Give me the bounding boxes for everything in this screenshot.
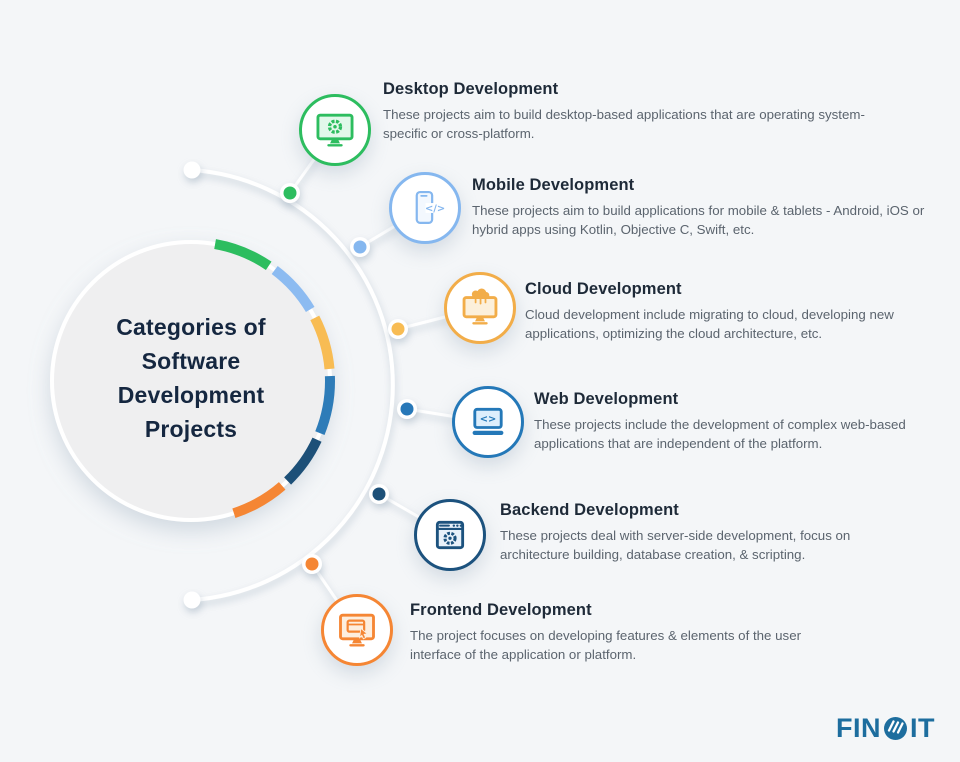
ring-segment-navy xyxy=(284,437,322,485)
item-title: Web Development xyxy=(534,390,679,408)
item-web: Web Development These projects include t… xyxy=(534,390,906,453)
arc-node-dots xyxy=(280,183,417,574)
item-title: Frontend Development xyxy=(410,601,592,619)
web-icon-badge: <> xyxy=(452,386,524,458)
browser-gear-icon xyxy=(435,520,465,550)
svg-text:</>: </> xyxy=(425,203,445,214)
arc-end-dots xyxy=(183,161,201,609)
item-title: Desktop Development xyxy=(383,80,559,98)
item-title: Backend Development xyxy=(500,501,679,519)
item-description: The project focuses on developing featur… xyxy=(410,628,802,662)
frontend-icon-badge xyxy=(321,594,393,666)
item-title: Cloud Development xyxy=(525,280,682,298)
ring-segment-blue xyxy=(315,375,335,435)
item-desktop: Desktop Development These projects aim t… xyxy=(383,80,875,143)
node-dot-frontend xyxy=(305,557,319,571)
ring-segment-amber xyxy=(310,315,335,370)
finoit-logo: FIN IT xyxy=(836,712,935,744)
mobile-phone-code-icon: </> xyxy=(415,190,445,224)
item-mobile: Mobile Development These projects aim to… xyxy=(472,176,960,239)
ring-segments xyxy=(214,239,335,518)
logo-text-fin: FIN xyxy=(836,712,881,743)
item-description: These projects aim to build applications… xyxy=(472,203,925,237)
node-dot-desktop xyxy=(283,186,297,200)
item-backend: Backend Development These projects deal … xyxy=(500,501,892,564)
node-dot-web xyxy=(400,402,414,416)
laptop-code-icon: <> xyxy=(472,407,504,435)
node-dot-cloud xyxy=(391,322,405,336)
item-description: These projects aim to build desktop-base… xyxy=(383,107,865,141)
item-cloud: Cloud Development Cloud development incl… xyxy=(525,280,911,343)
logo-o-globe-icon xyxy=(884,716,907,740)
cloud-icon-badge xyxy=(444,272,516,344)
backend-icon-badge xyxy=(414,499,486,571)
logo-text-it: IT xyxy=(910,712,935,743)
item-description: Cloud development include migrating to c… xyxy=(525,307,894,341)
item-description: These projects include the development o… xyxy=(534,417,906,451)
item-frontend: Frontend Development The project focuses… xyxy=(410,601,855,664)
ring-segment-lightblue xyxy=(271,266,315,313)
desktop-monitor-gear-icon xyxy=(316,113,354,147)
node-dot-mobile xyxy=(353,240,367,254)
mobile-icon-badge: </> xyxy=(389,172,461,244)
item-title: Mobile Development xyxy=(472,176,635,194)
node-dot-backend xyxy=(372,487,386,501)
ring-segment-orange xyxy=(232,482,286,518)
item-description: These projects deal with server-side dev… xyxy=(500,528,851,562)
desktop-icon-badge xyxy=(299,94,371,166)
monitor-ui-cursor-icon xyxy=(339,613,375,647)
ring-segment-green xyxy=(214,239,272,271)
connector-lines xyxy=(288,129,489,631)
cloud-monitor-icon xyxy=(462,288,498,325)
diagram-title: Categories of Software Development Proje… xyxy=(116,314,266,442)
svg-text:<>: <> xyxy=(480,414,497,425)
